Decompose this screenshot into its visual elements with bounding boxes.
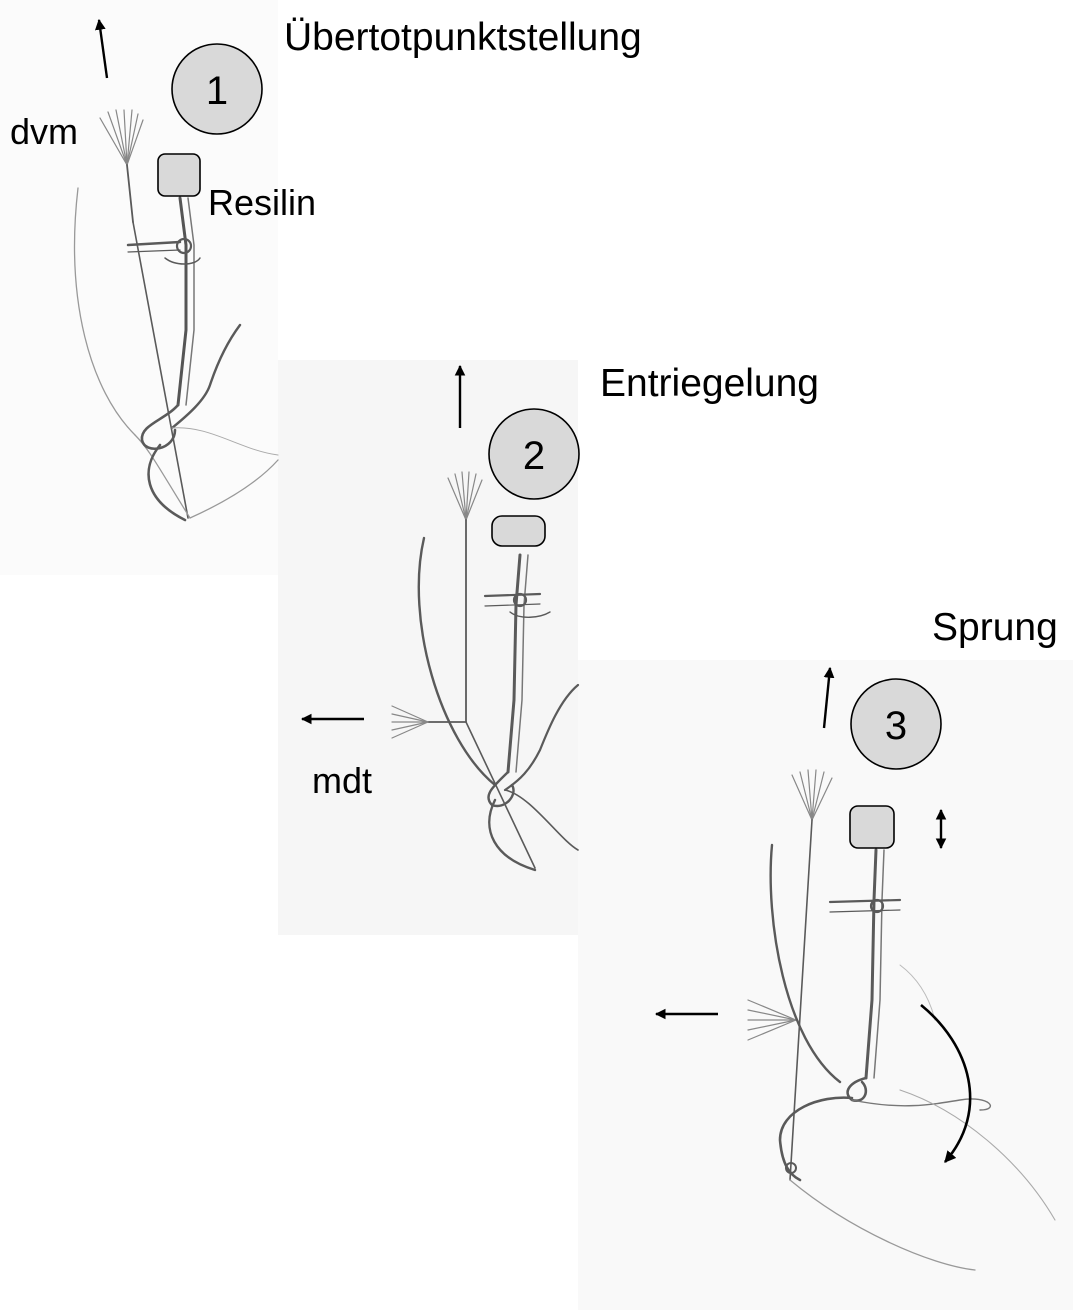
stage-3-number: 3: [885, 704, 907, 748]
resilin-pad-3: [850, 806, 894, 848]
stage-3-badge: 3: [851, 679, 941, 769]
resilin-label: Resilin: [208, 182, 316, 223]
paper-background-3: [578, 660, 1073, 1310]
dvm-label: dvm: [10, 111, 78, 152]
mdt-label: mdt: [312, 760, 372, 801]
stage-3-title: Sprung: [932, 606, 1058, 649]
stage-1-badge: 1: [172, 44, 262, 134]
resilin-pad-1: [158, 154, 200, 196]
resilin-pad-2: [492, 516, 545, 546]
stage-2-badge: 2: [489, 409, 579, 499]
stage-1-title: Übertotpunktstellung: [284, 16, 642, 59]
stage-2-number: 2: [523, 434, 545, 478]
stage-2-title: Entriegelung: [600, 362, 819, 405]
stage-1-number: 1: [206, 69, 228, 113]
